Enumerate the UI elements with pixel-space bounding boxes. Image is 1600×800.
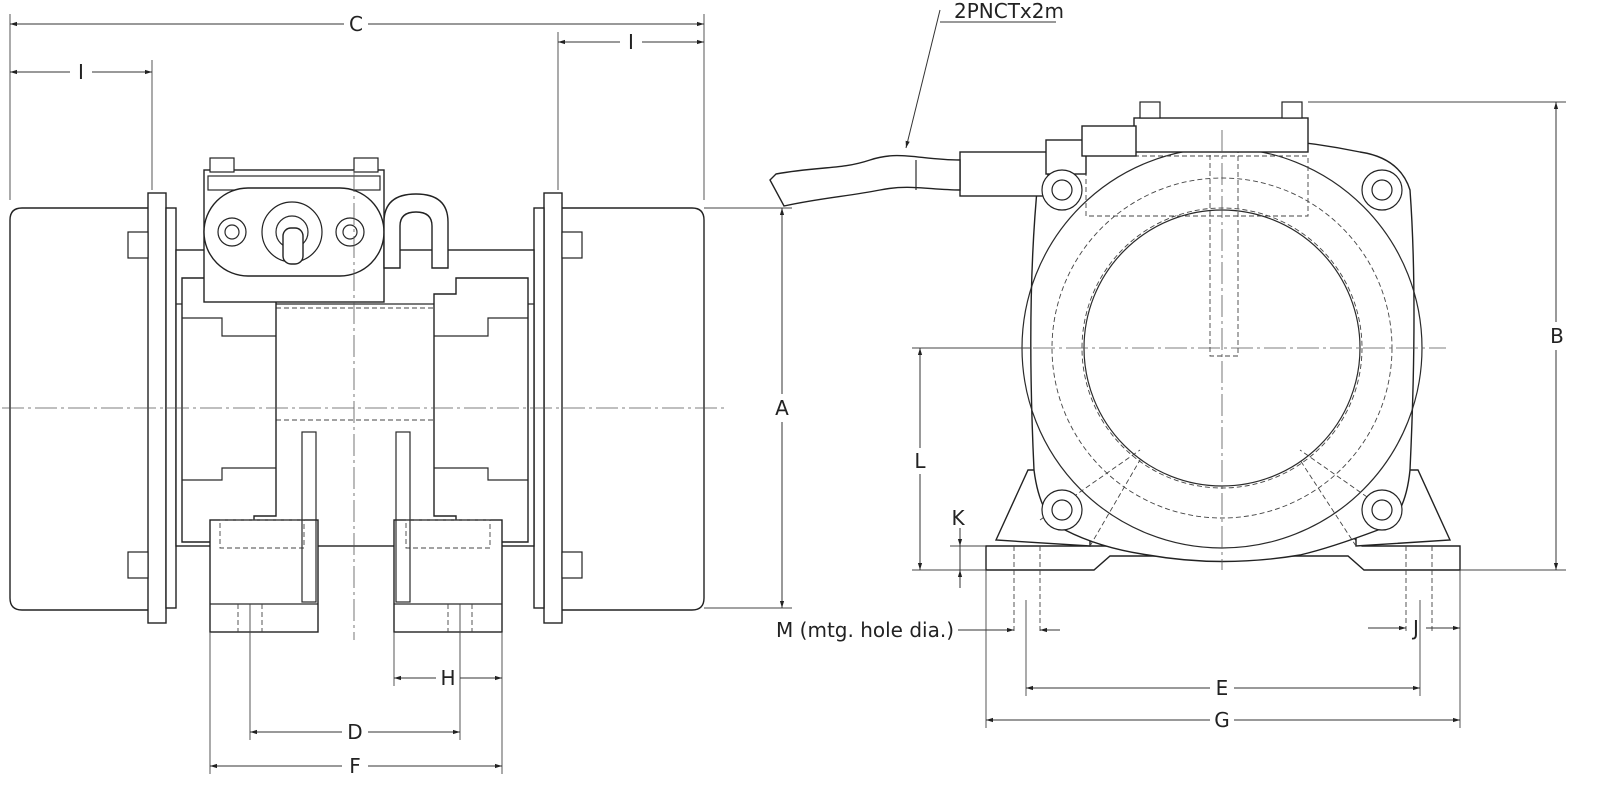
lifting-loop	[383, 193, 449, 269]
dim-label-A: A	[775, 396, 789, 420]
left-weight-cover	[9, 207, 153, 611]
right-weight-cover	[557, 207, 705, 611]
dim-label-K: K	[951, 506, 965, 530]
end-terminal-box	[1133, 117, 1309, 153]
dimensions: C I I A D F H	[9, 0, 1566, 778]
dim-label-D: D	[347, 720, 362, 744]
corner-bolt	[1041, 489, 1083, 531]
cable-gland-end	[959, 151, 1049, 197]
side-view	[2, 157, 726, 640]
corner-bolt	[1361, 169, 1403, 211]
dim-label-F: F	[349, 754, 361, 778]
dim-label-C: C	[349, 12, 363, 36]
dim-label-I-left: I	[78, 60, 84, 84]
dim-label-H: H	[440, 666, 455, 690]
corner-bolt	[1041, 169, 1083, 211]
cable-spec-label: 2PNCTx2m	[954, 0, 1064, 23]
end-view	[769, 101, 1461, 632]
corner-bolt	[1361, 489, 1403, 531]
dim-label-L: L	[914, 449, 926, 473]
dim-label-M: M (mtg. hole dia.)	[776, 618, 954, 642]
dim-label-G: G	[1214, 708, 1230, 732]
dim-label-E: E	[1216, 676, 1229, 700]
dim-label-B: B	[1550, 324, 1564, 348]
dim-label-I-right: I	[628, 30, 634, 54]
cable	[769, 154, 961, 207]
dim-label-J: J	[1411, 616, 1419, 640]
